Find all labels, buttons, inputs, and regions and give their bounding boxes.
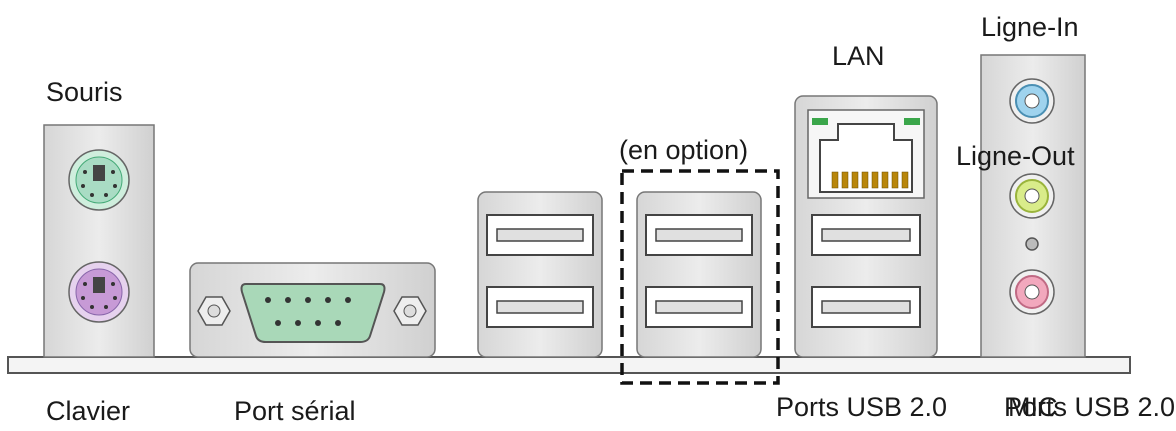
usb-port[interactable] bbox=[486, 214, 594, 256]
line-in-jack[interactable] bbox=[1009, 78, 1055, 124]
ps2-mouse-port[interactable] bbox=[68, 149, 130, 211]
serial-screw-right-icon bbox=[393, 296, 427, 326]
mic-jack[interactable] bbox=[1009, 269, 1055, 315]
usb-port[interactable] bbox=[486, 286, 594, 328]
label-ligne-in: Ligne-In bbox=[981, 12, 1079, 42]
usb-port[interactable] bbox=[645, 214, 753, 256]
serial-port[interactable] bbox=[189, 262, 436, 358]
usb-stack-optional bbox=[636, 191, 762, 358]
label-en-option: (en option) bbox=[619, 135, 749, 165]
ps2-port-stack bbox=[43, 124, 155, 358]
label-clavier: Clavier bbox=[46, 396, 131, 426]
usb-port[interactable] bbox=[811, 286, 921, 328]
audio-stack bbox=[980, 54, 1086, 358]
label-ports-usb-1: Ports USB 2.0 bbox=[776, 392, 948, 422]
label-lan: LAN bbox=[832, 41, 885, 71]
label-port-serial: Port sérial bbox=[234, 396, 356, 426]
line-out-jack[interactable] bbox=[1009, 173, 1055, 219]
label-mic: MIC bbox=[1008, 392, 1058, 422]
serial-screw-left-icon bbox=[197, 296, 231, 326]
label-souris: Souris bbox=[46, 77, 123, 107]
lan-usb-stack bbox=[794, 95, 938, 358]
usb-port[interactable] bbox=[645, 286, 753, 328]
usb-port[interactable] bbox=[811, 214, 921, 256]
optional-dashed-box bbox=[620, 169, 780, 385]
audio-indicator-icon bbox=[1025, 237, 1039, 251]
label-ligne-out: Ligne-Out bbox=[956, 141, 1075, 171]
label-ports-usb-2: Ports USB 2.0 bbox=[1004, 392, 1176, 422]
lan-port[interactable] bbox=[807, 109, 925, 199]
ps2-keyboard-port[interactable] bbox=[68, 261, 130, 323]
io-base-plate bbox=[7, 356, 1131, 374]
usb-stack-1 bbox=[477, 191, 603, 358]
